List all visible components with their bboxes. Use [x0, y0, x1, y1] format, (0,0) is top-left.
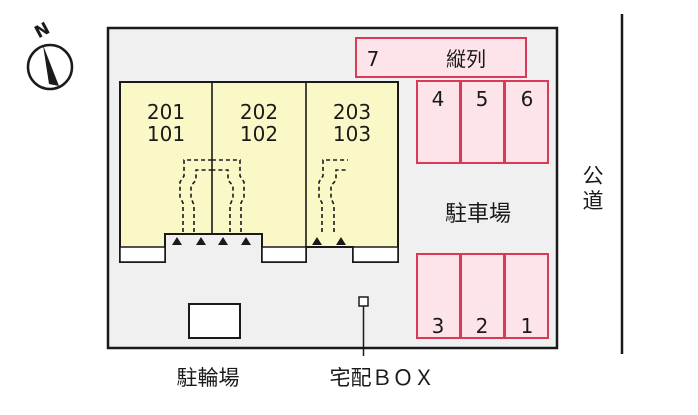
- unit-number-lower: 103: [333, 122, 371, 146]
- parking-space-number: 2: [476, 314, 489, 338]
- parking-area: 7 縦列 4 5 6 駐車場 3 2 1: [355, 37, 549, 339]
- parking-space-number: 5: [476, 87, 489, 111]
- parking-space-number: 4: [432, 87, 445, 111]
- stairs-outline: [212, 169, 234, 232]
- parking-space-tandem: [355, 37, 527, 78]
- unit-number-upper: 203: [333, 100, 371, 124]
- parking-tandem-label: 縦列: [446, 47, 486, 71]
- compass-north-label: N: [31, 19, 53, 43]
- stairs-outline: [179, 159, 212, 232]
- unit-number-lower: 102: [240, 122, 278, 146]
- stairs-outline: [190, 169, 212, 232]
- entrance-step: [261, 246, 307, 263]
- parking-label: 駐車場: [445, 202, 511, 227]
- parking-space-number: 6: [521, 87, 534, 111]
- entrance-arrow-icon: [241, 237, 251, 245]
- compass: N: [26, 19, 74, 91]
- entrance-arrow-icon: [218, 237, 228, 245]
- unit-number-lower: 101: [147, 122, 185, 146]
- parking-space: [504, 253, 549, 339]
- stairs-outline: [330, 169, 348, 232]
- entrance-arrow-icon: [312, 237, 322, 245]
- entrance-arrow-icon: [196, 237, 206, 245]
- road-label-char-1: 公: [583, 164, 604, 188]
- stairs-outline: [318, 159, 348, 232]
- delivery-box-label: 宅配ＢＯＸ: [330, 366, 435, 390]
- bicycle-parking: [188, 303, 241, 339]
- entrance-arrow-icon: [172, 237, 182, 245]
- unit-number-upper: 202: [240, 100, 278, 124]
- bicycle-parking-label: 駐輪場: [177, 366, 240, 390]
- compass-needle-icon: [43, 45, 59, 86]
- parking-space-number: 3: [432, 314, 445, 338]
- entrance-arrow-icon: [336, 237, 346, 245]
- parking-space: [460, 253, 505, 339]
- parking-space: [504, 80, 549, 164]
- apartment-building: 201 101 202 102 203 103: [119, 81, 399, 263]
- road-label-char-2: 道: [583, 189, 604, 213]
- delivery-box-icon: [358, 296, 369, 307]
- stairs-outline: [212, 159, 245, 232]
- entrance-markers: [172, 237, 346, 245]
- entrance-step: [352, 246, 399, 263]
- parking-space-number: 7: [367, 47, 380, 71]
- unit-number-upper: 201: [147, 100, 185, 124]
- entrance-step: [119, 246, 166, 263]
- parking-space-number: 1: [521, 314, 534, 338]
